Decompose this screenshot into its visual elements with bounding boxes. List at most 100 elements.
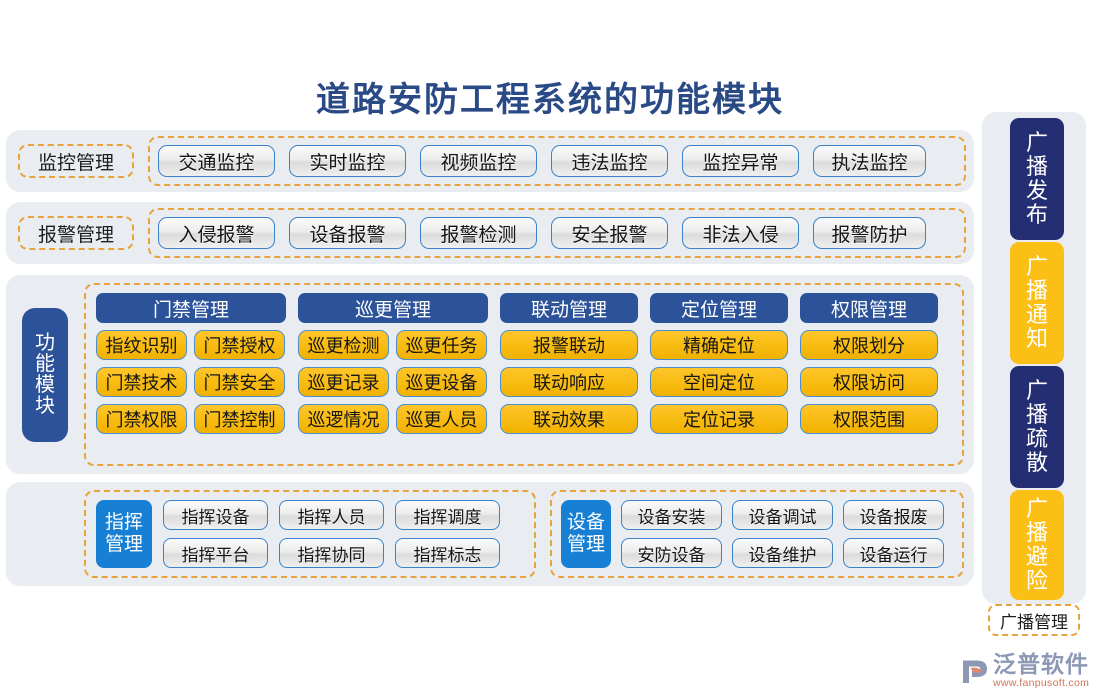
sbar-1-c2: 通 xyxy=(1025,302,1048,327)
fn-header-location: 定位管理 xyxy=(650,293,788,323)
fn-item-permission-0[interactable]: 权限划分 xyxy=(800,330,938,360)
function-module-label: 功 能 模 块 xyxy=(22,308,68,442)
fanpu-logo-icon xyxy=(963,660,987,683)
command-label-line2: 管理 xyxy=(104,534,143,555)
sidebar-item-broadcast-publish[interactable]: 广 播 发 布 xyxy=(1010,118,1064,240)
fn-item-permission-1[interactable]: 权限访问 xyxy=(800,367,938,397)
device-item-1[interactable]: 设备调试 xyxy=(732,500,833,530)
fn-item-permission-2[interactable]: 权限范围 xyxy=(800,404,938,434)
fn-item-patrol-5[interactable]: 巡更人员 xyxy=(396,404,487,434)
fn-item-patrol-2[interactable]: 巡更记录 xyxy=(298,367,389,397)
sbar-1-c1: 播 xyxy=(1025,277,1048,303)
fn-column-permission: 权限管理 权限划分 权限访问 权限范围 xyxy=(800,293,938,464)
device-group-label: 设备 管理 xyxy=(561,500,611,568)
bottom-groups-panel: 指挥 管理 指挥设备 指挥人员 指挥调度 指挥平台 指挥协同 指挥标志 设备 xyxy=(6,482,974,586)
fn-column-patrol: 巡更管理 巡更检测 巡更任务 巡更记录 巡更设备 巡逻情况 巡更人员 xyxy=(298,293,488,464)
fn-item-location-0[interactable]: 精确定位 xyxy=(650,330,788,360)
monitoring-items-group: 交通监控 实时监控 视频监控 违法监控 监控异常 执法监控 xyxy=(148,136,966,186)
sbar-1-c3: 知 xyxy=(1025,326,1048,352)
function-module-panel: 功 能 模 块 门禁管理 指纹识别 门禁授权 门禁技术 门禁安全 门禁权限 xyxy=(6,275,974,474)
fn-label-c1: 能 xyxy=(35,352,55,375)
fn-label-c3: 块 xyxy=(35,395,55,418)
sbar-0-c3: 布 xyxy=(1025,202,1048,228)
sidebar-item-broadcast-notice[interactable]: 广 播 通 知 xyxy=(1010,242,1064,364)
chip-alarm-2[interactable]: 报警检测 xyxy=(420,217,537,249)
fn-header-patrol: 巡更管理 xyxy=(298,293,488,323)
sbar-0-c1: 播 xyxy=(1025,153,1048,179)
fn-item-linkage-2[interactable]: 联动效果 xyxy=(500,404,638,434)
fn-item-access-3[interactable]: 门禁安全 xyxy=(194,367,285,397)
chip-alarm-0[interactable]: 入侵报警 xyxy=(158,217,275,249)
page-title: 道路安防工程系统的功能模块 xyxy=(316,82,784,119)
row-label-monitoring: 监控管理 xyxy=(18,144,134,178)
sbar-0-c0: 广 xyxy=(1025,129,1048,155)
chip-alarm-5[interactable]: 报警防护 xyxy=(813,217,926,249)
alarm-row-panel: 报警管理 入侵报警 设备报警 报警检测 安全报警 非法入侵 报警防护 xyxy=(6,202,974,264)
logo-company-name: 泛普软件 xyxy=(993,651,1089,677)
chip-monitoring-2[interactable]: 视频监控 xyxy=(420,145,537,177)
command-group-label: 指挥 管理 xyxy=(96,500,152,568)
row-label-alarm: 报警管理 xyxy=(18,216,134,250)
fn-item-access-0[interactable]: 指纹识别 xyxy=(96,330,187,360)
fn-column-linkage: 联动管理 报警联动 联动响应 联动效果 xyxy=(500,293,638,464)
sbar-3-c1: 播 xyxy=(1025,519,1048,545)
command-item-3[interactable]: 指挥平台 xyxy=(163,538,268,568)
sidebar-label-broadcast-management: 广播管理 xyxy=(988,604,1080,636)
command-item-1[interactable]: 指挥人员 xyxy=(279,500,384,530)
command-item-4[interactable]: 指挥协同 xyxy=(279,538,384,568)
command-group: 指挥 管理 指挥设备 指挥人员 指挥调度 指挥平台 指挥协同 指挥标志 xyxy=(84,490,536,578)
fn-item-location-1[interactable]: 空间定位 xyxy=(650,367,788,397)
alarm-items-group: 入侵报警 设备报警 报警检测 安全报警 非法入侵 报警防护 xyxy=(148,208,966,258)
sbar-3-c3: 险 xyxy=(1025,568,1048,594)
sbar-2-c1: 播 xyxy=(1025,401,1048,427)
device-item-3[interactable]: 安防设备 xyxy=(621,538,722,568)
fn-item-linkage-1[interactable]: 联动响应 xyxy=(500,367,638,397)
fn-item-location-2[interactable]: 定位记录 xyxy=(650,404,788,434)
chip-monitoring-4[interactable]: 监控异常 xyxy=(682,145,799,177)
fn-label-c0: 功 xyxy=(35,331,55,354)
sbar-0-c2: 发 xyxy=(1025,178,1048,203)
fn-item-patrol-3[interactable]: 巡更设备 xyxy=(396,367,487,397)
fn-item-access-1[interactable]: 门禁授权 xyxy=(194,330,285,360)
monitoring-row-panel: 监控管理 交通监控 实时监控 视频监控 违法监控 监控异常 执法监控 xyxy=(6,130,974,192)
device-item-5[interactable]: 设备运行 xyxy=(843,538,944,568)
device-item-4[interactable]: 设备维护 xyxy=(732,538,833,568)
sbar-3-c0: 广 xyxy=(1025,495,1048,521)
command-item-2[interactable]: 指挥调度 xyxy=(395,500,500,530)
command-item-5[interactable]: 指挥标志 xyxy=(395,538,500,568)
fn-item-patrol-1[interactable]: 巡更任务 xyxy=(396,330,487,360)
fn-column-location: 定位管理 精确定位 空间定位 定位记录 xyxy=(650,293,788,464)
device-group: 设备 管理 设备安装 设备调试 设备报废 安防设备 设备维护 设备运行 xyxy=(550,490,964,578)
device-label-line1: 设备 xyxy=(566,512,605,534)
fn-header-access: 门禁管理 xyxy=(96,293,286,323)
sidebar-item-broadcast-shelter[interactable]: 广 播 避 险 xyxy=(1010,490,1064,600)
sidebar-item-broadcast-evacuate[interactable]: 广 播 疏 散 xyxy=(1010,366,1064,488)
device-item-2[interactable]: 设备报废 xyxy=(843,500,944,530)
fn-label-c2: 模 xyxy=(35,374,55,396)
device-item-0[interactable]: 设备安装 xyxy=(621,500,722,530)
chip-monitoring-3[interactable]: 违法监控 xyxy=(551,145,668,177)
chip-monitoring-1[interactable]: 实时监控 xyxy=(289,145,406,177)
fn-item-patrol-4[interactable]: 巡逻情况 xyxy=(298,404,389,434)
chip-alarm-3[interactable]: 安全报警 xyxy=(551,217,668,249)
chip-monitoring-0[interactable]: 交通监控 xyxy=(158,145,275,177)
sbar-1-c0: 广 xyxy=(1025,253,1048,279)
function-module-group: 门禁管理 指纹识别 门禁授权 门禁技术 门禁安全 门禁权限 门禁控制 巡更管理 xyxy=(84,283,964,466)
fn-item-access-4[interactable]: 门禁权限 xyxy=(96,404,187,434)
chip-alarm-1[interactable]: 设备报警 xyxy=(289,217,406,249)
fn-item-patrol-0[interactable]: 巡更检测 xyxy=(298,330,389,360)
company-logo: 泛普软件 www.fanpusoft.com xyxy=(960,648,1096,694)
fn-item-access-5[interactable]: 门禁控制 xyxy=(194,404,285,434)
sbar-2-c3: 散 xyxy=(1025,450,1048,476)
sbar-2-c0: 广 xyxy=(1025,377,1048,403)
device-label-line2: 管理 xyxy=(566,534,605,555)
fn-header-permission: 权限管理 xyxy=(800,293,938,323)
fn-item-linkage-0[interactable]: 报警联动 xyxy=(500,330,638,360)
fn-item-access-2[interactable]: 门禁技术 xyxy=(96,367,187,397)
logo-website-url: www.fanpusoft.com xyxy=(993,677,1090,690)
chip-monitoring-5[interactable]: 执法监控 xyxy=(813,145,926,177)
chip-alarm-4[interactable]: 非法入侵 xyxy=(682,217,799,249)
sbar-3-c2: 避 xyxy=(1025,544,1048,569)
command-item-0[interactable]: 指挥设备 xyxy=(163,500,268,530)
fn-column-access: 门禁管理 指纹识别 门禁授权 门禁技术 门禁安全 门禁权限 门禁控制 xyxy=(96,293,286,464)
